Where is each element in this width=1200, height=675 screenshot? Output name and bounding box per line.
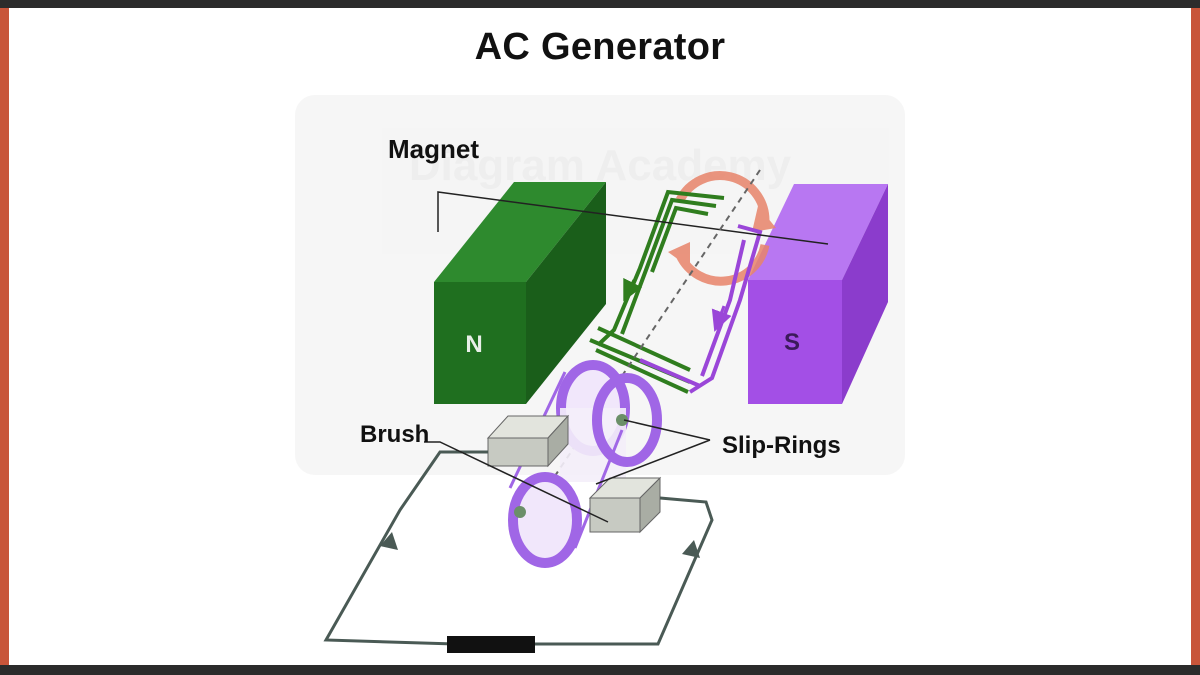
top-border — [0, 0, 1200, 8]
page-title: AC Generator — [474, 26, 726, 68]
north-pole-label: N — [465, 331, 482, 358]
slip-rings-label: Slip-Rings — [722, 432, 841, 459]
slip-rings — [508, 360, 662, 568]
load-resistor — [447, 636, 535, 653]
south-magnet: S — [748, 184, 888, 404]
axle — [511, 169, 761, 541]
north-magnet: N — [434, 182, 606, 404]
external-circuit — [323, 450, 714, 646]
bottom-border — [0, 665, 1200, 675]
rotation-arrow-icon — [668, 171, 776, 286]
south-pole-label: S — [784, 329, 800, 356]
brush-top — [486, 414, 570, 468]
label-pointers — [424, 419, 711, 523]
magnet-label: Magnet — [388, 134, 479, 164]
magnet-pointer — [437, 191, 829, 245]
left-border — [0, 8, 9, 665]
armature-coil — [589, 189, 763, 394]
right-border — [1191, 8, 1200, 665]
brush-label: Brush — [360, 421, 429, 448]
svg-text:Diagram Academy: Diagram Academy — [409, 141, 792, 190]
brush-bottom — [588, 476, 662, 534]
